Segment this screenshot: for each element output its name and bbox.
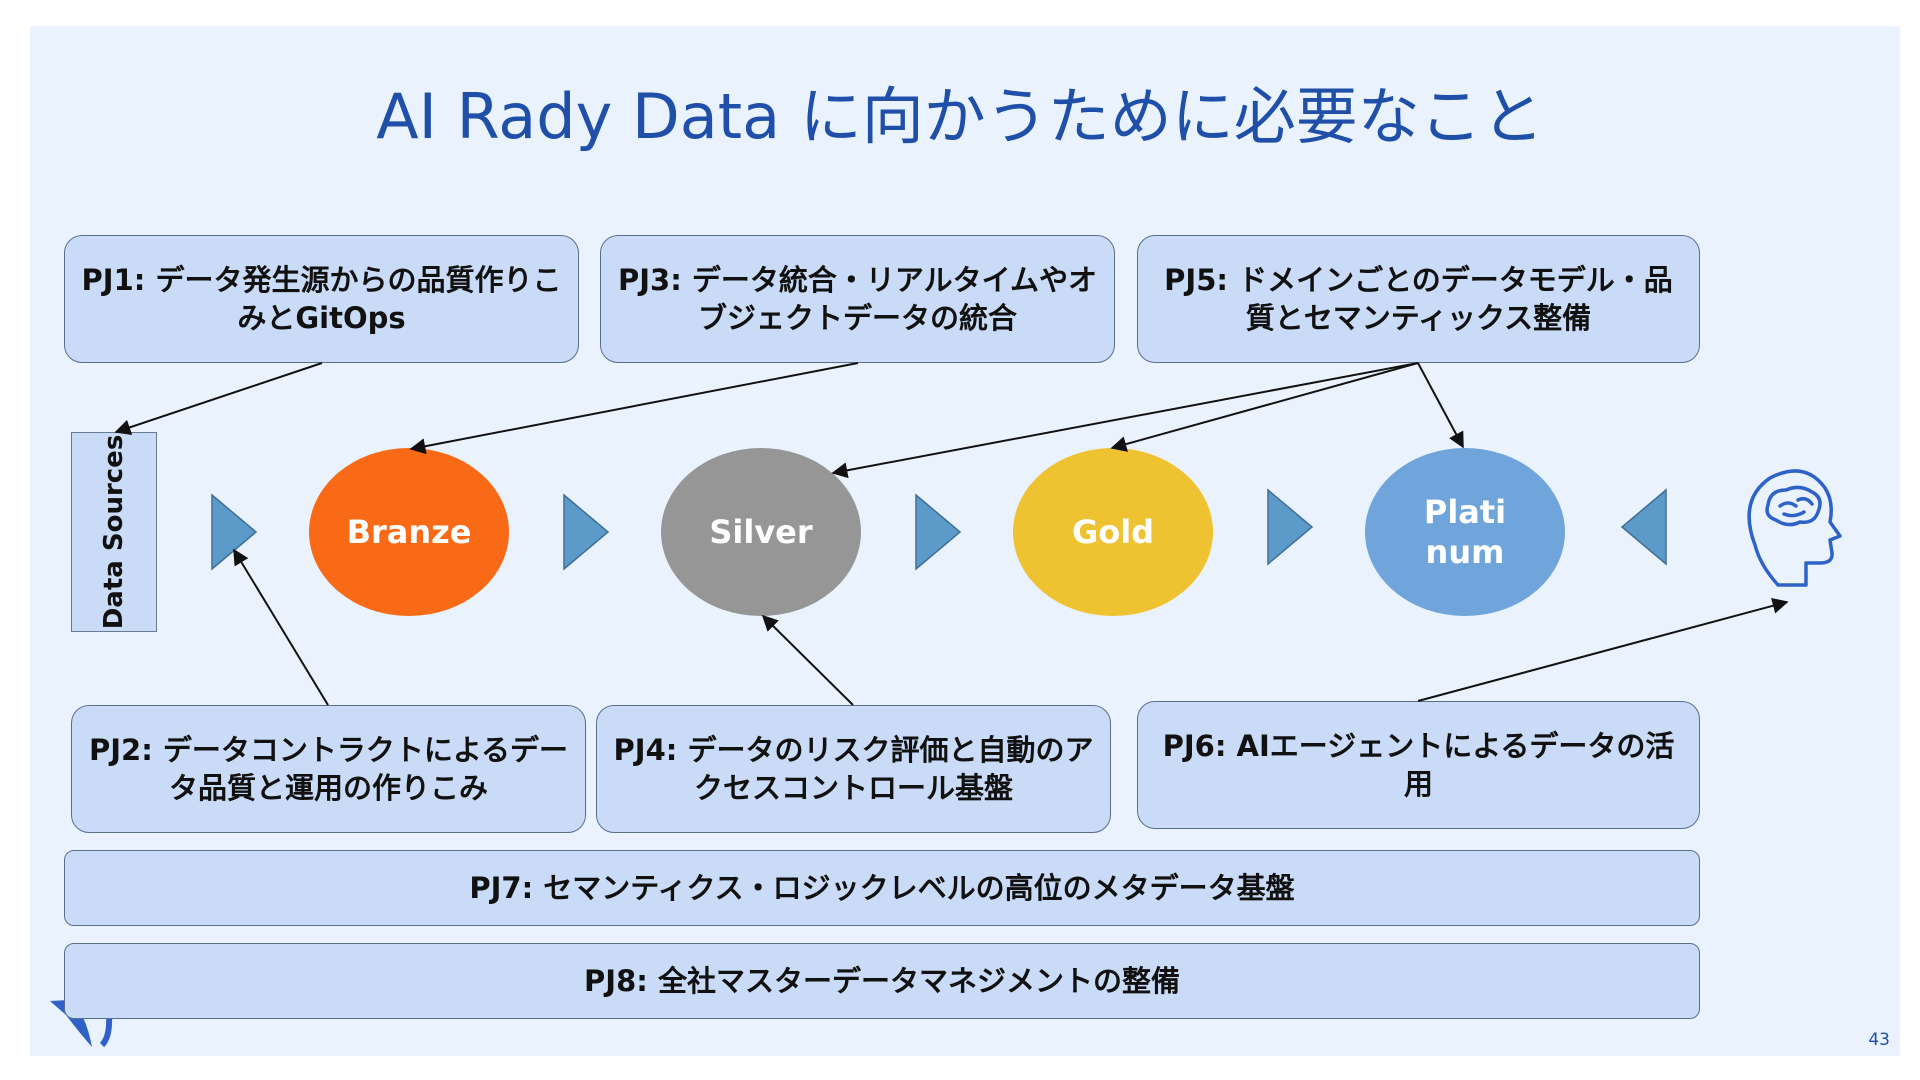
- project-box-pj1: PJ1: データ発生源からの品質作りこみとGitOps: [64, 235, 579, 363]
- pj4-label: PJ4: データのリスク評価と自動のアクセスコントロール基盤: [613, 733, 1094, 805]
- project-box-pj5: PJ5: ドメインごとのデータモデル・品質とセマンティックス整備: [1137, 235, 1700, 363]
- flow-arrow-4: [1267, 488, 1314, 566]
- ai-brain-icon: [1747, 469, 1842, 587]
- pj2-label: PJ2: データコントラクトによるデータ品質と運用の作りこみ: [88, 733, 569, 805]
- project-box-pj3: PJ3: データ統合・リアルタイムやオブジェクトデータの統合: [600, 235, 1115, 363]
- arrow-pj5-gold: [1110, 362, 1419, 452]
- arrow-pj1-datasources: [114, 362, 323, 436]
- arrow-pj5-platinum: [1417, 362, 1464, 449]
- pj3-label: PJ3: データ統合・リアルタイムやオブジェクトデータの統合: [617, 263, 1098, 335]
- flow-arrow-1: [211, 493, 258, 571]
- arrow-pj3-bronze: [409, 362, 859, 455]
- project-box-pj6: PJ6: AIエージェントによるデータの活用: [1137, 701, 1700, 829]
- project-box-pj2: PJ2: データコントラクトによるデータ品質と運用の作りこみ: [71, 705, 586, 833]
- slide-title: AI Rady Data に向かうために必要なこと: [376, 80, 1544, 153]
- layer-gold: Gold: [1013, 448, 1213, 616]
- project-bar-pj8: PJ8: 全社マスターデータマネジメントの整備: [64, 943, 1700, 1019]
- layer-gold-label: Gold: [1071, 513, 1155, 551]
- pj8-label: PJ8: 全社マスターデータマネジメントの整備: [584, 964, 1180, 998]
- arrow-pj4-silver: [761, 614, 854, 706]
- layer-platinum-label: Plati num: [1423, 493, 1507, 571]
- layer-bronze: Branze: [309, 448, 509, 616]
- layer-bronze-label: Branze: [346, 513, 472, 551]
- flow-arrow-5: [1620, 488, 1667, 566]
- pj1-label: PJ1: データ発生源からの品質作りこみとGitOps: [81, 263, 562, 335]
- pj5-label: PJ5: ドメインごとのデータモデル・品質とセマンティックス整備: [1164, 263, 1673, 335]
- arrow-pj2-flow: [233, 548, 329, 706]
- pj7-label: PJ7: セマンティクス・ロジックレベルの高位のメタデータ基盤: [469, 871, 1295, 905]
- project-box-pj4: PJ4: データのリスク評価と自動のアクセスコントロール基盤: [596, 705, 1111, 833]
- flow-arrow-2: [563, 493, 610, 571]
- flow-arrow-3: [915, 493, 962, 571]
- layer-silver: Silver: [661, 448, 861, 616]
- layer-silver-label: Silver: [709, 513, 813, 551]
- pj6-label: PJ6: AIエージェントによるデータの活用: [1162, 729, 1675, 801]
- page-number: 43: [1868, 1030, 1890, 1050]
- layer-platinum: Plati num: [1365, 448, 1565, 616]
- data-sources-box: Data Sources: [71, 432, 157, 632]
- arrow-pj5-silver: [831, 362, 1419, 479]
- project-bar-pj7: PJ7: セマンティクス・ロジックレベルの高位のメタデータ基盤: [64, 850, 1700, 926]
- arrow-pj6-ai: [1417, 598, 1789, 702]
